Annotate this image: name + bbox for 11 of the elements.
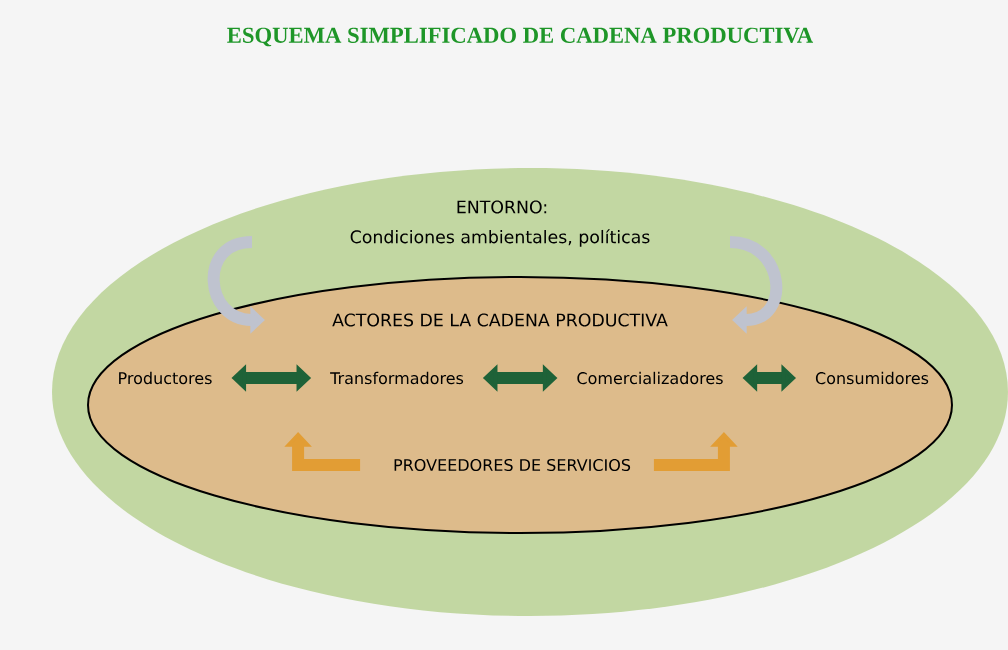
node-label: ACTORES DE LA CADENA PRODUCTIVA — [332, 313, 668, 327]
node-label: PROVEEDORES DE SERVICIOS — [394, 458, 631, 472]
bent-arrow — [284, 432, 361, 471]
node-label: Comercializadores — [577, 371, 723, 385]
node-label: ENTORNO: — [457, 200, 547, 214]
node-label: Condiciones ambientales, políticas — [350, 229, 650, 247]
title: ESQUEMA SIMPLIFICADO DE CADENA PRODUCTIVA — [227, 27, 813, 47]
node-label: Consumidores — [815, 371, 929, 385]
node-label: Productores — [119, 371, 212, 385]
curved-arrow — [729, 236, 783, 334]
node-label: Transformadores — [330, 371, 464, 385]
